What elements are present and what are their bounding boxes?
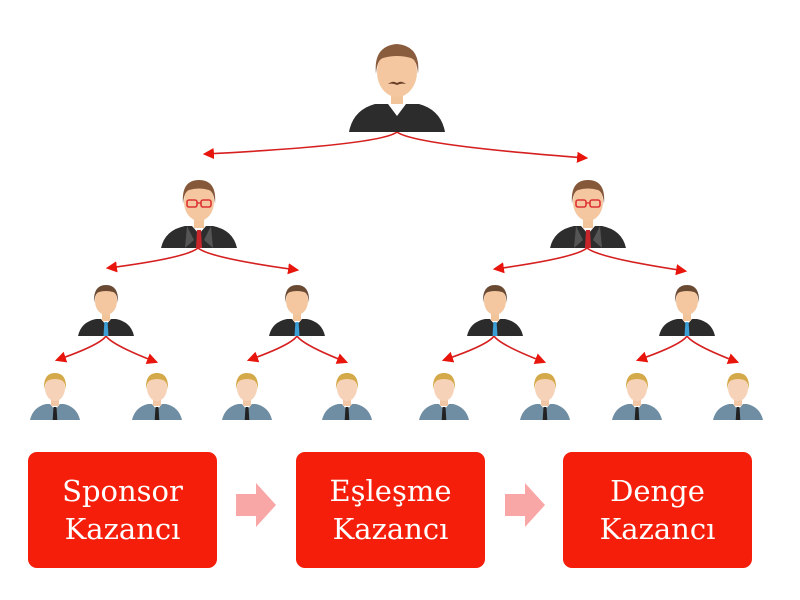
stage-label-line1: Denge [610, 474, 705, 508]
level3-avatar-7 [612, 373, 662, 420]
level2-avatar-2 [269, 285, 325, 336]
stage-label-line2: Kazancı [64, 512, 181, 546]
stage-box-matching: Eşleşme Kazancı [296, 452, 485, 568]
org-tree-diagram [30, 44, 763, 420]
top-sponsor-avatar [349, 44, 445, 132]
level3-avatar-3 [222, 373, 272, 420]
level3-avatar-4 [322, 373, 372, 420]
level3-avatar-5 [419, 373, 469, 420]
stage-box-sponsor: Sponsor Kazancı [28, 452, 217, 568]
stage-label-line2: Kazancı [332, 512, 449, 546]
level1-right-avatar [549, 179, 627, 249]
stage-label-line1: Sponsor [62, 474, 183, 508]
flow-arrow-icon [236, 483, 276, 527]
stage-box-balance: Denge Kazancı [563, 452, 752, 568]
level2-avatar-1 [78, 285, 134, 336]
level2-avatar-3 [467, 285, 523, 336]
level1-left-avatar [160, 179, 238, 249]
flow-arrow-icon [505, 483, 545, 527]
stage-label-line2: Kazancı [599, 512, 716, 546]
level2-avatar-4 [659, 285, 715, 336]
level3-avatar-6 [520, 373, 570, 420]
stage-label-line1: Eşleşme [329, 474, 452, 508]
level3-avatar-8 [713, 373, 763, 420]
level3-avatar-2 [132, 373, 182, 420]
level3-avatar-1 [30, 373, 80, 420]
